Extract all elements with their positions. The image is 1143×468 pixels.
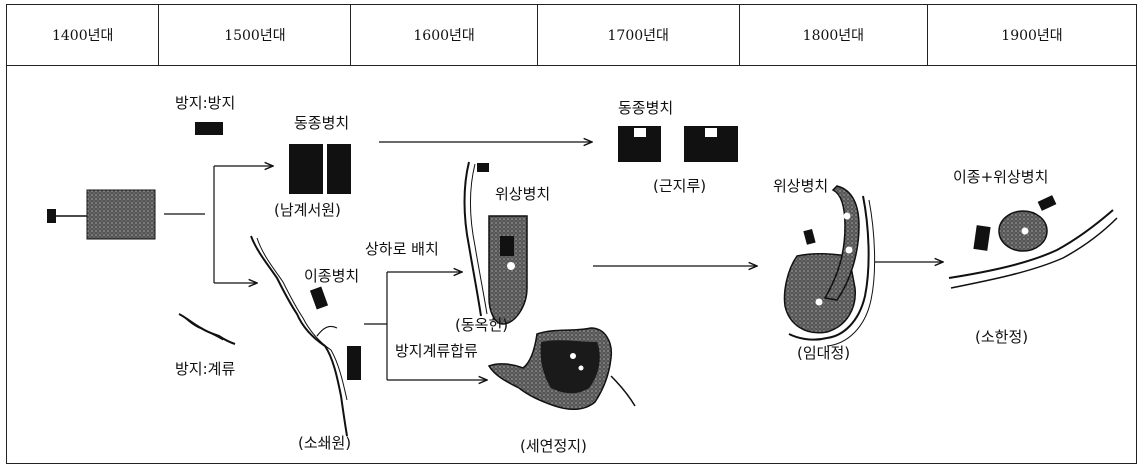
gyeryu-stream <box>178 313 236 345</box>
sohan-site <box>948 195 1118 289</box>
timeline-header: 1400년대 1500년대 1600년대 1700년대 1800년대 1900년… <box>7 5 1136 66</box>
imdae-site <box>783 185 876 347</box>
era-1900: 1900년대 <box>1001 28 1063 44</box>
caption-imdae: (임대정) <box>797 344 851 362</box>
caption-soswae: (소쇄원) <box>298 434 352 452</box>
era-1800: 1800년대 <box>740 5 928 65</box>
seyeon-site <box>487 327 636 410</box>
caption-seyeon: (세연정지) <box>520 437 587 455</box>
caption-sohan: (소한정) <box>975 328 1029 346</box>
caption-namgye: (남계서원) <box>274 201 341 219</box>
bangji-bangji-pond <box>195 122 223 135</box>
diagram-frame: 1400년대 1500년대 1600년대 1700년대 1800년대 1900년… <box>6 4 1137 464</box>
label-wisang-1: 위상병치 <box>495 185 551 203</box>
label-sangha: 상하로 배치 <box>365 240 439 258</box>
label-dongjong-1: 동종병치 <box>294 114 350 132</box>
label-ijong-wisang: 이종+위상병치 <box>953 168 1049 186</box>
diagram-drawing <box>47 122 1118 437</box>
dongok-site <box>463 161 528 325</box>
label-ijong: 이종병치 <box>304 267 360 285</box>
label-bangji-bangji: 방지:방지 <box>175 94 236 112</box>
era-1500: 1500년대 <box>159 5 352 65</box>
caption-geunji: (근지루) <box>653 177 707 195</box>
soswae-stream <box>250 235 361 437</box>
era-1400: 1400년대 <box>7 5 160 65</box>
label-hapryu: 방지계류합류 <box>395 342 478 360</box>
origin-pond <box>47 189 156 240</box>
gyeryu-stream-inner <box>182 315 224 341</box>
era-1700: 1700년대 <box>538 5 740 65</box>
caption-dongok: (동옥헌) <box>455 316 509 334</box>
label-dongjong-2: 동종병치 <box>618 99 674 117</box>
label-bangji-gyeryu: 방지:계류 <box>175 360 236 378</box>
label-wisang-2: 위상병치 <box>773 177 829 195</box>
era-1600: 1600년대 <box>351 5 538 65</box>
diagram-canvas: 방지:방지 방지:계류 동종병치 동종병치 이종병치 상하로 배치 위상병치 위… <box>7 66 1136 463</box>
geunji-ponds <box>618 126 738 162</box>
namgye-ponds <box>289 144 351 194</box>
